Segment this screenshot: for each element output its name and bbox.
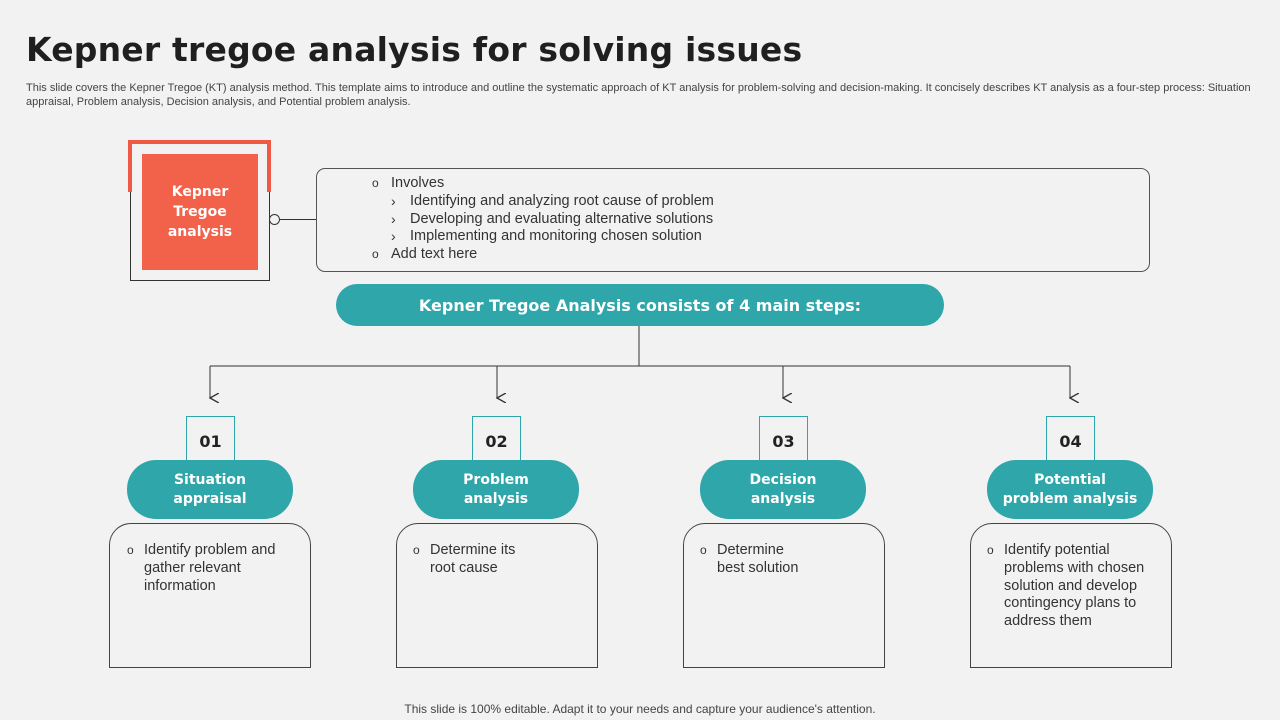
description-subitem: › Identifying and analyzing root cause o… bbox=[372, 193, 714, 211]
steps-banner: Kepner Tregoe Analysis consists of 4 mai… bbox=[336, 284, 944, 326]
page-title: Kepner tregoe analysis for solving issue… bbox=[26, 30, 803, 69]
steps-banner-label: Kepner Tregoe Analysis consists of 4 mai… bbox=[418, 295, 862, 315]
step-title-pill: Decision analysis bbox=[700, 460, 866, 519]
description-subitem: › Implementing and monitoring chosen sol… bbox=[372, 228, 714, 246]
step-description: o Identify problem and gather relevant i… bbox=[127, 542, 275, 595]
footer-note: This slide is 100% editable. Adapt it to… bbox=[404, 702, 876, 716]
step-title: Situation appraisal bbox=[173, 471, 247, 507]
kepner-box-accent-bracket bbox=[128, 140, 271, 192]
description-box bbox=[316, 168, 1150, 272]
step-title-pill: Situation appraisal bbox=[127, 460, 293, 519]
circle-bullet-icon: o bbox=[127, 543, 134, 557]
description-subitem-label: Identifying and analyzing root cause of … bbox=[410, 192, 714, 209]
step-number-box: 02 bbox=[472, 416, 521, 464]
circle-bullet-icon: o bbox=[372, 247, 379, 262]
description-item-involves: o Involves bbox=[372, 175, 714, 193]
step-number-box: 04 bbox=[1046, 416, 1095, 464]
description-list: o Involves › Identifying and analyzing r… bbox=[372, 175, 714, 264]
kepner-box: Kepner Tregoe analysis bbox=[142, 154, 258, 270]
description-subitem-label: Implementing and monitoring chosen solut… bbox=[410, 228, 702, 245]
step-number: 03 bbox=[772, 432, 795, 451]
step-description: o Identify potential problems with chose… bbox=[987, 542, 1144, 631]
circle-bullet-icon: o bbox=[413, 543, 420, 557]
kepner-connector-line bbox=[280, 219, 317, 220]
step-card bbox=[683, 523, 885, 668]
step-description-text: Identify potential problems with chosen … bbox=[1004, 542, 1145, 630]
kepner-box-label: Kepner Tregoe analysis bbox=[167, 184, 233, 240]
chevron-right-icon: › bbox=[391, 192, 396, 209]
step-card bbox=[396, 523, 598, 668]
description-subitem-label: Developing and evaluating alternative so… bbox=[410, 210, 714, 227]
chevron-right-icon: › bbox=[391, 210, 396, 227]
description-subitem: › Developing and evaluating alternative … bbox=[372, 211, 714, 229]
circle-bullet-icon: o bbox=[700, 543, 707, 557]
step-description-text: Determine best solution bbox=[717, 542, 799, 576]
step-title-pill: Problem analysis bbox=[413, 460, 579, 519]
step-number: 02 bbox=[485, 432, 508, 451]
step-card bbox=[970, 523, 1172, 668]
page-subtitle: This slide covers the Kepner Tregoe (KT)… bbox=[26, 82, 1251, 108]
step-number: 01 bbox=[199, 432, 222, 451]
description-item-add-text: o Add text here bbox=[372, 246, 714, 264]
step-title: Problem analysis bbox=[463, 471, 529, 507]
step-title-pill: Potential problem analysis bbox=[987, 460, 1153, 519]
circle-bullet-icon: o bbox=[372, 176, 379, 190]
description-item-label: Add text here bbox=[391, 246, 478, 263]
chevron-right-icon: › bbox=[391, 228, 396, 245]
step-card bbox=[109, 523, 311, 668]
step-title: Potential problem analysis bbox=[1002, 471, 1138, 507]
step-description-text: Determine its root cause bbox=[430, 542, 516, 576]
step-description: o Determine best solution bbox=[700, 542, 798, 578]
step-number: 04 bbox=[1059, 432, 1082, 451]
circle-bullet-icon: o bbox=[987, 543, 994, 557]
step-description-text: Identify problem and gather relevant inf… bbox=[144, 542, 276, 594]
step-number-box: 01 bbox=[186, 416, 235, 464]
step-title: Decision analysis bbox=[749, 471, 817, 507]
description-item-label: Involves bbox=[391, 175, 445, 191]
step-number-box: 03 bbox=[759, 416, 808, 464]
kepner-connector-dot bbox=[269, 214, 280, 225]
step-description: o Determine its root cause bbox=[413, 542, 515, 578]
